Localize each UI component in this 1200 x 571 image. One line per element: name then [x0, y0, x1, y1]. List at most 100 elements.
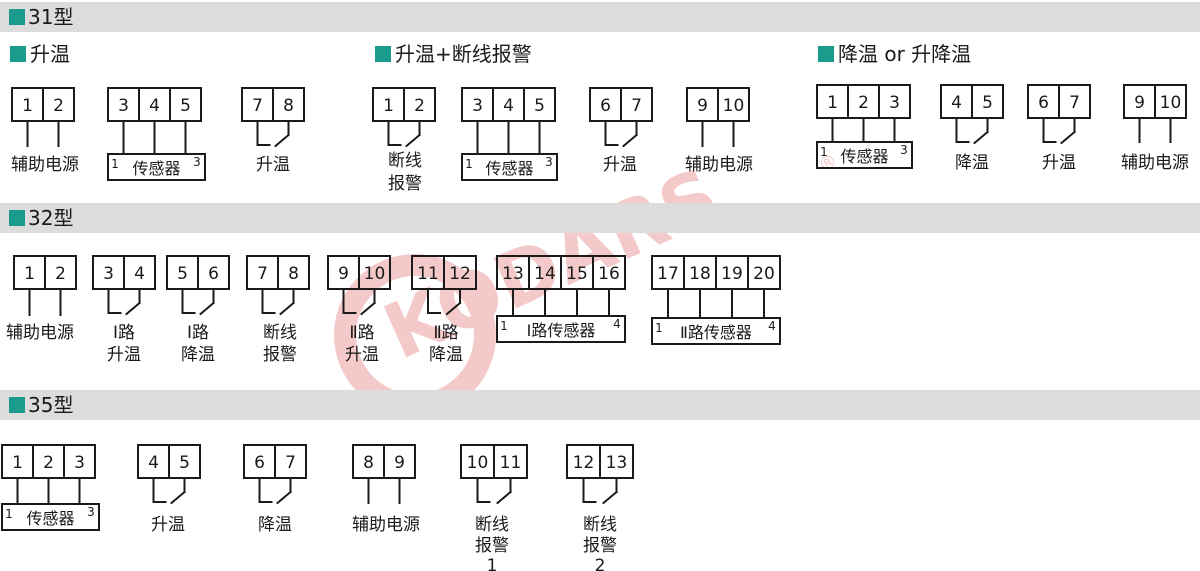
break-alarm-label: 报警 [388, 174, 422, 194]
terminal-number: 6 [254, 453, 265, 473]
heating-label: 升温 [345, 345, 379, 365]
relay-switch [622, 133, 638, 148]
terminal-number: 13 [606, 453, 628, 473]
terminal-number: 18 [689, 264, 711, 284]
heating-label: 升温 [256, 155, 290, 175]
terminal-number: 9 [697, 96, 708, 116]
terminal-number: 2 [414, 96, 425, 116]
group-marker-icon [10, 46, 26, 62]
sensor-pin-number: 4 [613, 317, 621, 331]
alarm-index-label: 2 [595, 556, 606, 571]
section-32-title: 32型 [28, 206, 74, 230]
aux-power-label: 辅助电源 [6, 323, 74, 343]
sensor-box [461, 153, 558, 181]
terminal-number: 19 [721, 264, 743, 284]
terminal-number: 15 [566, 264, 588, 284]
sensor-pin-number: 1 [820, 145, 828, 159]
terminal-number: 2 [43, 453, 54, 473]
break-alarm-label: 断线 [583, 515, 617, 535]
aux-power-label: 辅助电源 [11, 155, 79, 175]
relay-switch [973, 130, 989, 145]
terminal-number: 2 [53, 96, 64, 116]
relay-switch [496, 490, 512, 505]
relay-switch [405, 133, 421, 148]
terminal-number: 7 [252, 96, 263, 116]
relay-switch [274, 133, 290, 148]
sensor-pin-number: 3 [87, 505, 95, 519]
relay-switch [602, 490, 618, 505]
road2-label: Ⅱ路 [433, 323, 458, 343]
terminal-number: 5 [534, 96, 545, 116]
road1-label: Ⅰ路 [187, 323, 209, 343]
terminal-number: 2 [55, 264, 66, 284]
sensor-label: 传感器 [26, 509, 74, 528]
break-alarm-label: 断线 [475, 515, 509, 535]
sensor-pin-number: 3 [545, 155, 553, 169]
relay-switch [170, 490, 186, 505]
aux-power-label: 辅助电源 [352, 515, 420, 535]
terminal-number: 3 [472, 96, 483, 116]
relay-switch [445, 301, 462, 316]
sensor-pin-number: 1 [111, 157, 119, 171]
terminal-number: 1 [22, 96, 33, 116]
terminal-number: 7 [1069, 93, 1080, 113]
sensor-label: 传感器 [132, 159, 180, 178]
terminal-number: 6 [208, 264, 219, 284]
group-heating-alarm-heading: 升温+断线报警 [375, 41, 532, 67]
terminal-number: 11 [500, 453, 522, 473]
relay-switch [360, 301, 376, 316]
group-marker-icon [818, 46, 834, 62]
terminal-number: 6 [1038, 93, 1049, 113]
group-marker-icon [375, 46, 391, 62]
sensor-box [1, 503, 100, 531]
terminal-number: 4 [951, 93, 962, 113]
terminal-number: 5 [177, 264, 188, 284]
terminal-number: 14 [534, 264, 556, 284]
terminal-number: 7 [257, 264, 268, 284]
sensor-pin-number: 3 [193, 155, 201, 169]
relay-switch [125, 301, 141, 316]
road2-label: Ⅱ路 [349, 323, 374, 343]
terminal-number: 4 [149, 96, 160, 116]
terminal-number: 2 [858, 93, 869, 113]
heating-label: 升温 [151, 515, 185, 535]
terminal-number: 17 [657, 264, 679, 284]
relay-switch [276, 490, 292, 505]
section-31-band: 31型 [0, 2, 1200, 32]
sensor-label: 传感器 [840, 147, 888, 166]
break-alarm-label: 报警 [583, 536, 617, 556]
terminal-number: 12 [449, 264, 471, 284]
cooling-label: 降温 [181, 345, 215, 365]
heating-label: 升温 [107, 345, 141, 365]
terminal-number: 1 [12, 453, 23, 473]
sensor-pin-number: 1 [655, 321, 663, 335]
sensor-box [107, 153, 206, 181]
sensor-label: Ⅱ路传感器 [680, 323, 752, 342]
terminal-number: 3 [103, 264, 114, 284]
terminal-number: 1 [383, 96, 394, 116]
sensor-label: 传感器 [485, 159, 533, 178]
section-marker-icon [9, 210, 25, 226]
sensor-pin-number: 1 [5, 507, 13, 521]
terminal-number: 7 [631, 96, 642, 116]
terminal-number: 10 [364, 264, 386, 284]
relay-switch [1060, 130, 1076, 145]
sensor-pin-number: 1 [500, 319, 508, 333]
terminal-number: 5 [179, 453, 190, 473]
road1-label: Ⅰ路 [113, 323, 135, 343]
terminal-number: 5 [982, 93, 993, 113]
terminal-number: 8 [363, 453, 374, 473]
group-heating-heading: 升温 [10, 41, 70, 67]
heating-label: 升温 [603, 155, 637, 175]
section-35-band: 35型 [0, 390, 1200, 420]
sensor-box [816, 141, 913, 169]
break-alarm-label: 断线 [388, 151, 422, 171]
terminal-number: 3 [118, 96, 129, 116]
sensor-label: Ⅰ路传感器 [527, 321, 596, 340]
sensor-pin-number: 4 [768, 319, 776, 333]
terminal-number: 9 [394, 453, 405, 473]
terminal-number: 10 [1160, 93, 1182, 113]
relay-switch [279, 301, 295, 316]
break-alarm-label: 报警 [263, 345, 297, 365]
terminal-number: 11 [417, 264, 439, 284]
